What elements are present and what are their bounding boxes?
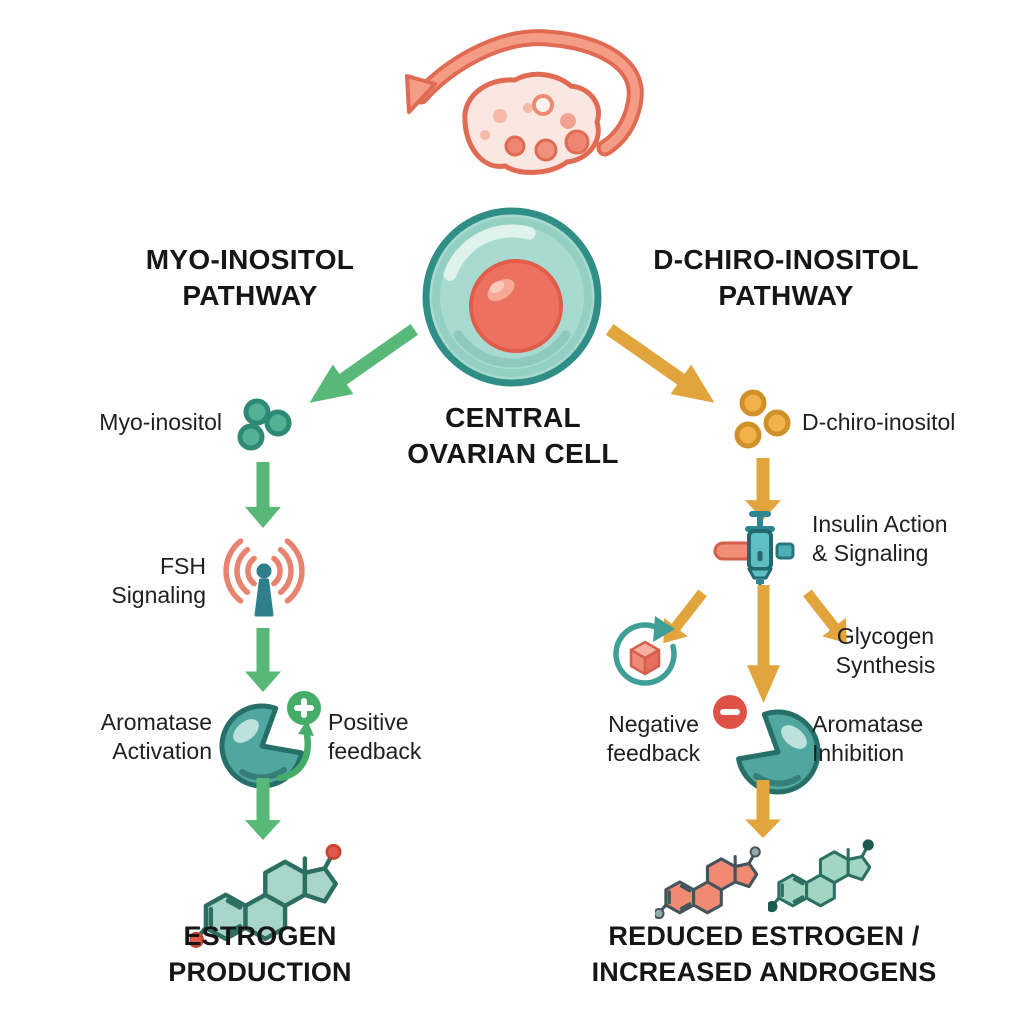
left-pathway-title: MYO-INOSITOL PATHWAY — [145, 244, 355, 312]
positive-feedback-label: Positive feedback — [328, 709, 422, 764]
ovary-icon — [405, 29, 644, 175]
coral-steroid-molecule-icon — [655, 847, 760, 919]
reduced-estrogen-label: REDUCED ESTROGEN / INCREASED ANDROGENS — [591, 921, 937, 988]
fsh-signal-antenna-icon — [223, 538, 305, 617]
estrogen-production-label: ESTROGEN PRODUCTION — [168, 921, 352, 988]
arrow-right-step3 — [745, 780, 781, 843]
aromatase-inhibition-label: Aromatase Inhibition — [812, 711, 924, 766]
central-cell-label: CENTRAL OVARIAN CELL — [407, 402, 619, 470]
ovarian-cell-icon — [422, 207, 602, 387]
enzyme-inhibition-minus-icon — [713, 695, 821, 795]
myo-inositol-label: Myo-inositol — [99, 409, 222, 435]
inositol-molecules-amber-icon — [734, 389, 791, 449]
fsh-signaling-label: FSH Signaling — [111, 553, 206, 608]
aromatase-activation-label: Aromatase Activation — [100, 709, 212, 764]
arrow-left-step3 — [245, 778, 281, 845]
metabolic-cycle-cube-icon — [613, 616, 677, 686]
negative-feedback-label: Negative feedback — [606, 711, 701, 766]
d-chiro-inositol-label: D-chiro-inositol — [802, 409, 956, 435]
right-pathway-title: D-CHIRO-INOSITOL PATHWAY — [653, 244, 919, 312]
teal-steroid-molecule-icon — [768, 840, 873, 912]
insulin-syringe-icon — [713, 511, 795, 597]
enzyme-activation-plus-icon — [219, 691, 321, 789]
inositol-molecules-teal-icon — [237, 398, 292, 451]
glycogen-synthesis-label: Glycogen Synthesis — [835, 623, 936, 678]
insulin-action-label: Insulin Action & Signaling — [812, 511, 948, 566]
positive-feedback-arrow-icon — [276, 720, 314, 782]
arrow-left-step1 — [245, 462, 281, 533]
